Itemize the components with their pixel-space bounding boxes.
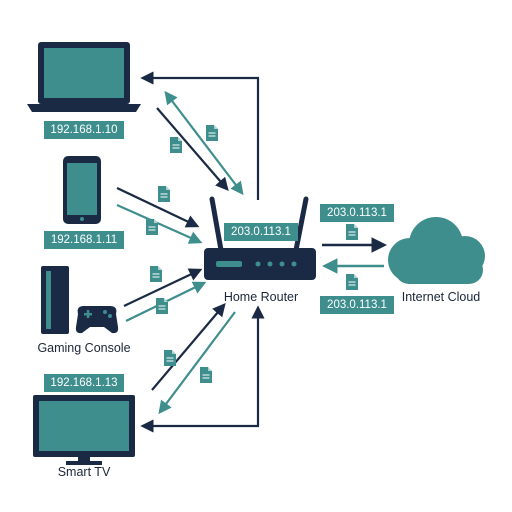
packet-icon bbox=[345, 273, 359, 291]
router-ip-label: 203.0.113.1 bbox=[224, 223, 298, 241]
game-console-icon bbox=[41, 266, 119, 334]
router-label: Home Router bbox=[223, 290, 299, 304]
phone-ip-label: 192.168.1.11 bbox=[44, 231, 124, 249]
console-to-router-arrow bbox=[123, 268, 203, 307]
router-to-tv-arrow bbox=[140, 305, 265, 433]
packet-icon bbox=[205, 124, 219, 142]
smartphone-icon bbox=[63, 156, 101, 224]
packet-icon bbox=[163, 349, 177, 367]
console-label: Gaming Console bbox=[37, 341, 131, 355]
tv-to-router-arrow bbox=[151, 302, 226, 391]
packet-icon bbox=[155, 297, 169, 315]
tv-ip-label: 192.168.1.13 bbox=[44, 374, 124, 392]
phone-to-router-arrow bbox=[116, 187, 200, 228]
packet-icon bbox=[169, 136, 183, 154]
cloud-icon bbox=[388, 217, 485, 284]
laptop-router-teal-arrow bbox=[164, 90, 244, 196]
packet-icon bbox=[149, 265, 163, 283]
tv-icon bbox=[33, 395, 135, 465]
cloud-label: Internet Cloud bbox=[401, 290, 481, 304]
laptop-icon bbox=[27, 42, 141, 112]
packet-icon bbox=[145, 218, 159, 236]
packet-icon bbox=[199, 366, 213, 384]
laptop-to-router-arrow bbox=[156, 107, 229, 191]
router-icon bbox=[204, 196, 316, 280]
router-to-tv-teal-arrow bbox=[158, 311, 236, 415]
wan-inbound-ip-label: 203.0.113.1 bbox=[320, 296, 394, 314]
tv-label: Smart TV bbox=[57, 465, 111, 479]
packet-icon bbox=[157, 185, 171, 203]
packet-icon bbox=[345, 223, 359, 241]
router-to-laptop-arrow bbox=[140, 71, 260, 200]
laptop-ip-label: 192.168.1.10 bbox=[44, 121, 124, 139]
phone-to-router-teal-arrow bbox=[116, 203, 203, 244]
wan-outbound-ip-label: 203.0.113.1 bbox=[320, 204, 394, 222]
